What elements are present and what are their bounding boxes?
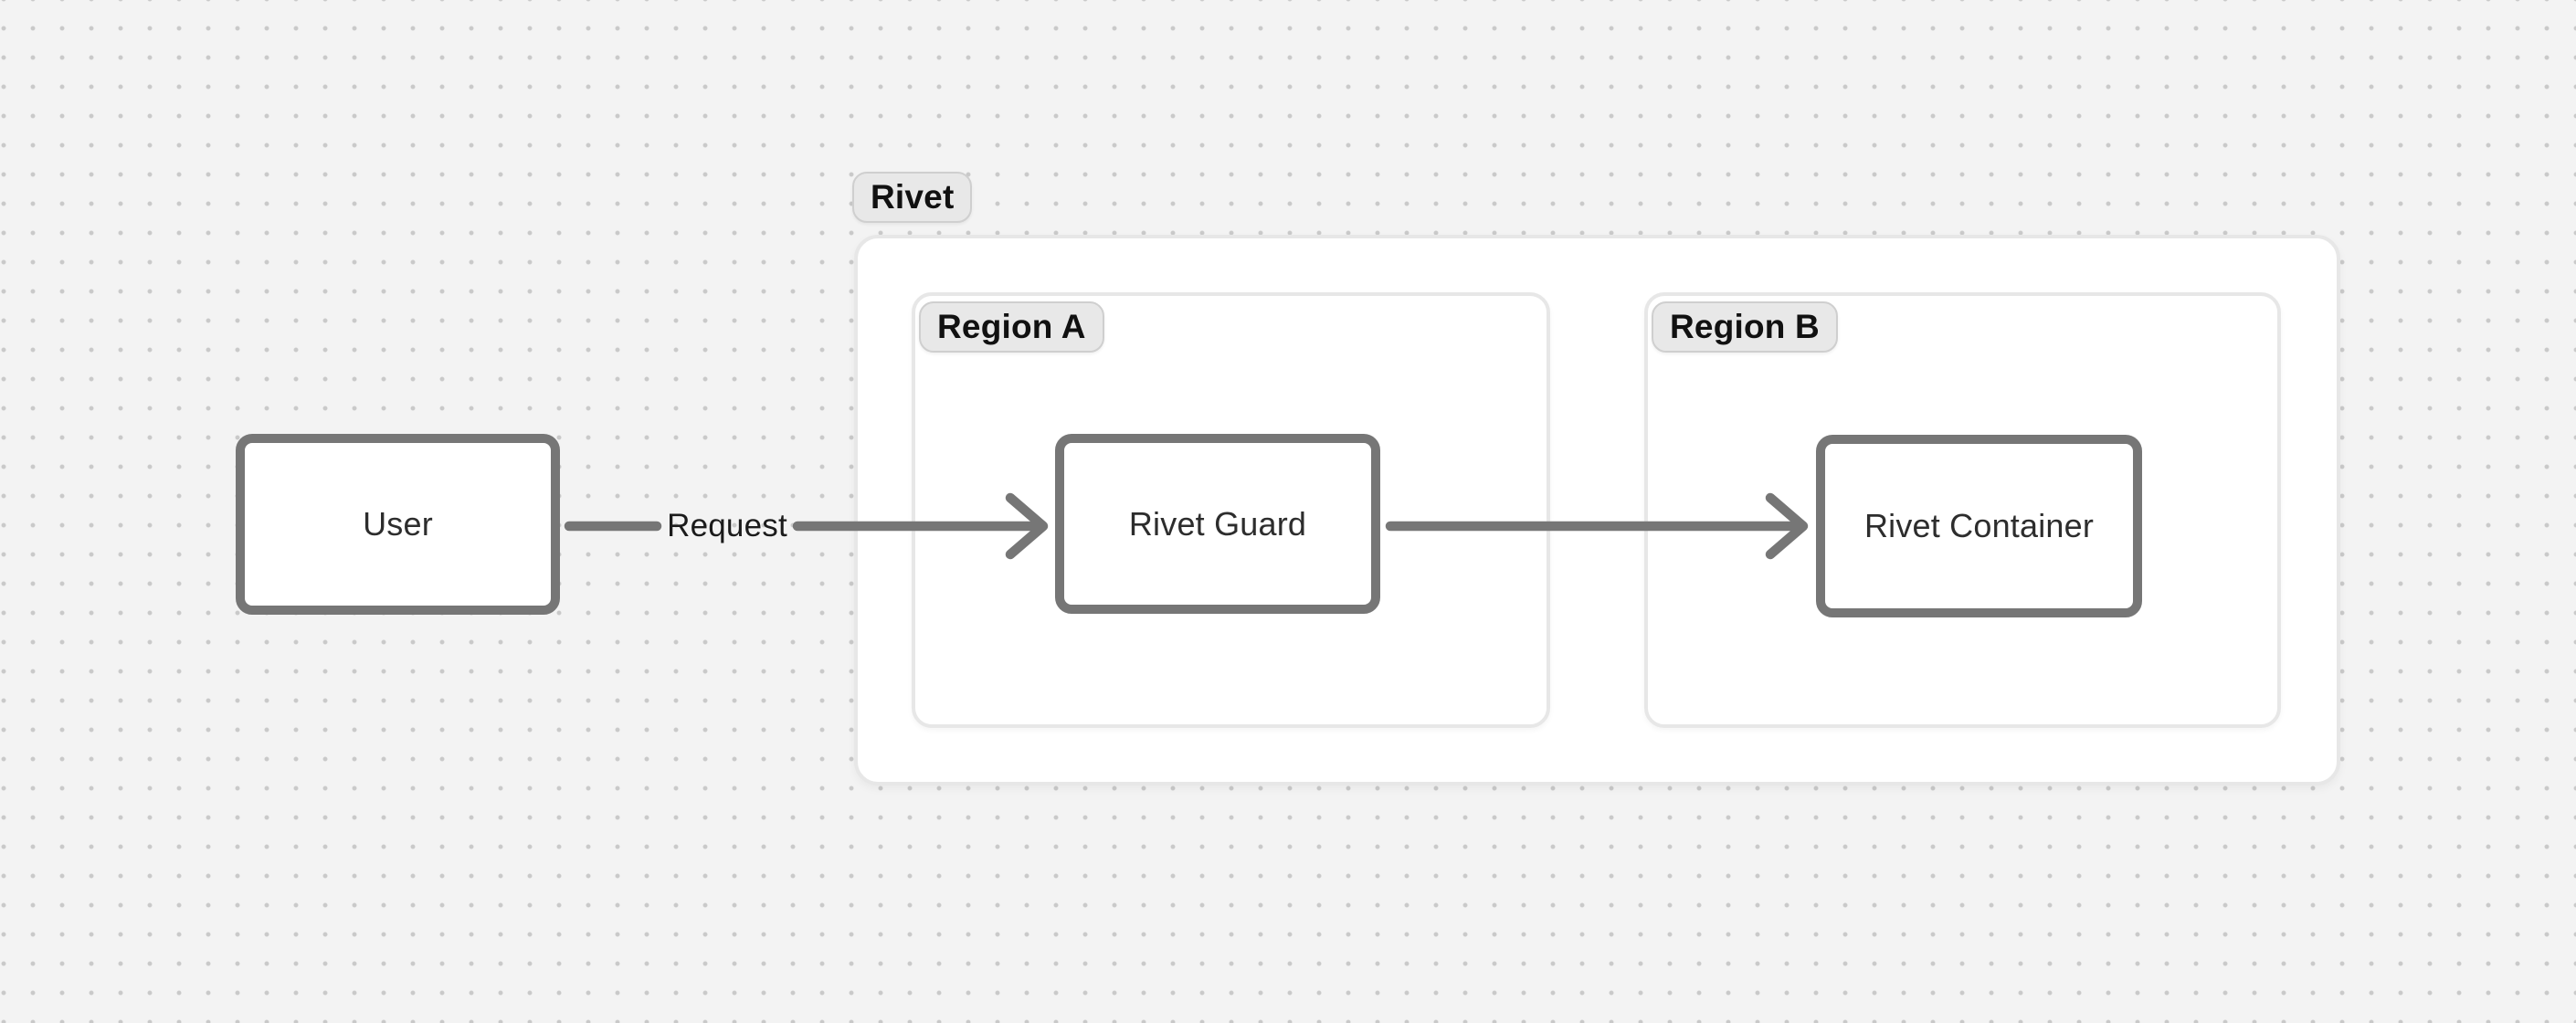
node-user: User (236, 434, 560, 615)
node-rivet-container-label: Rivet Container (1863, 507, 2095, 544)
region-b-label-text: Region B (1670, 308, 1820, 345)
node-rivet-guard-label: Rivet Guard (1128, 504, 1307, 543)
region-a-label-text: Region A (937, 308, 1086, 345)
node-rivet-guard: Rivet Guard (1055, 434, 1380, 614)
edge-request-label: Request (667, 508, 787, 543)
rivet-group-label: Rivet (852, 172, 973, 223)
node-rivet-container: Rivet Container (1816, 435, 2142, 617)
rivet-group-label-text: Rivet (871, 178, 955, 216)
region-b-label: Region B (1652, 301, 1838, 353)
node-user-label: User (363, 505, 433, 543)
region-a-label: Region A (919, 301, 1104, 353)
